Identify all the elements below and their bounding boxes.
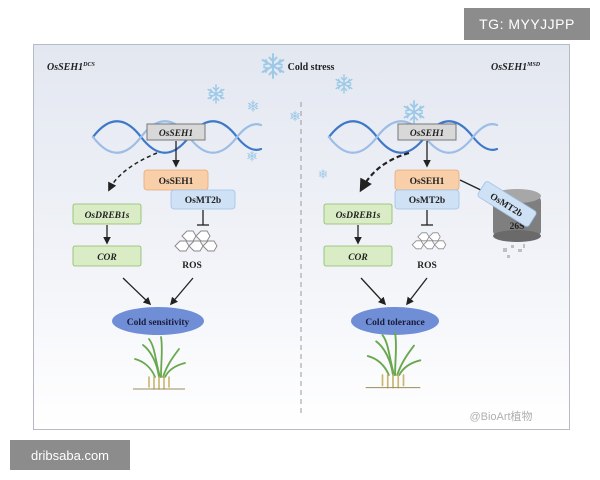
left-dreb-box xyxy=(72,203,142,225)
left-inhibition xyxy=(197,210,209,226)
right-cor-label: COR xyxy=(348,253,368,263)
right-inhibition xyxy=(421,210,433,226)
right-outcome-ellipse xyxy=(351,307,439,335)
right-ros-label: ROS xyxy=(417,261,437,271)
left-outcome-label: Cold sensitivity xyxy=(127,318,190,328)
watermark-bottom-tag: dribsaba.com xyxy=(10,440,130,470)
left-ros-label: ROS xyxy=(182,261,202,271)
left-cor-label: COR xyxy=(97,253,117,263)
right-dashed-arrow xyxy=(359,151,410,193)
right-ros-to-outcome-arrow xyxy=(406,277,428,306)
left-gene-box xyxy=(146,123,206,141)
center-title: Cold stress xyxy=(288,62,335,73)
right-dreb-label: OsDREB1s xyxy=(336,211,381,221)
watermark-top-tag: TG: MYYJJPP xyxy=(464,8,590,40)
inner-watermark: @BioArt植物 xyxy=(469,409,532,423)
left-dashed-arrow xyxy=(108,152,158,192)
proteasome-label: 26S xyxy=(510,222,525,232)
left-partner-box xyxy=(170,189,236,210)
right-partner-box xyxy=(394,189,460,210)
left-genotype-label: OsSEH1DCS xyxy=(47,62,95,73)
degradation-fragments xyxy=(503,244,525,258)
left-cor-to-outcome-arrow xyxy=(122,277,152,306)
left-outcome-ellipse xyxy=(112,307,204,335)
right-genotype-label: OsSEH1MSD xyxy=(491,62,541,73)
left-cor-box xyxy=(72,245,142,267)
left-partner-label: OsMT2b xyxy=(185,196,221,206)
right-dreb-box xyxy=(323,203,393,225)
right-protein-label: OsSEH1 xyxy=(410,177,445,187)
right-partner-label: OsMT2b xyxy=(409,196,445,206)
left-protein-label: OsSEH1 xyxy=(159,177,194,187)
left-ros-to-outcome-arrow xyxy=(169,277,194,306)
right-cor-box xyxy=(323,245,393,267)
right-cor-to-outcome-arrow xyxy=(360,277,387,306)
mechanism-diagram: OsSEH1DCS Cold stress OsSEH1MSD OsSEH1 O… xyxy=(33,44,570,430)
left-dreb-label: OsDREB1s xyxy=(85,211,130,221)
right-outcome-label: Cold tolerance xyxy=(365,318,424,328)
left-gene-label: OsSEH1 xyxy=(159,129,193,139)
right-gene-label: OsSEH1 xyxy=(410,129,444,139)
right-gene-box xyxy=(397,123,457,141)
